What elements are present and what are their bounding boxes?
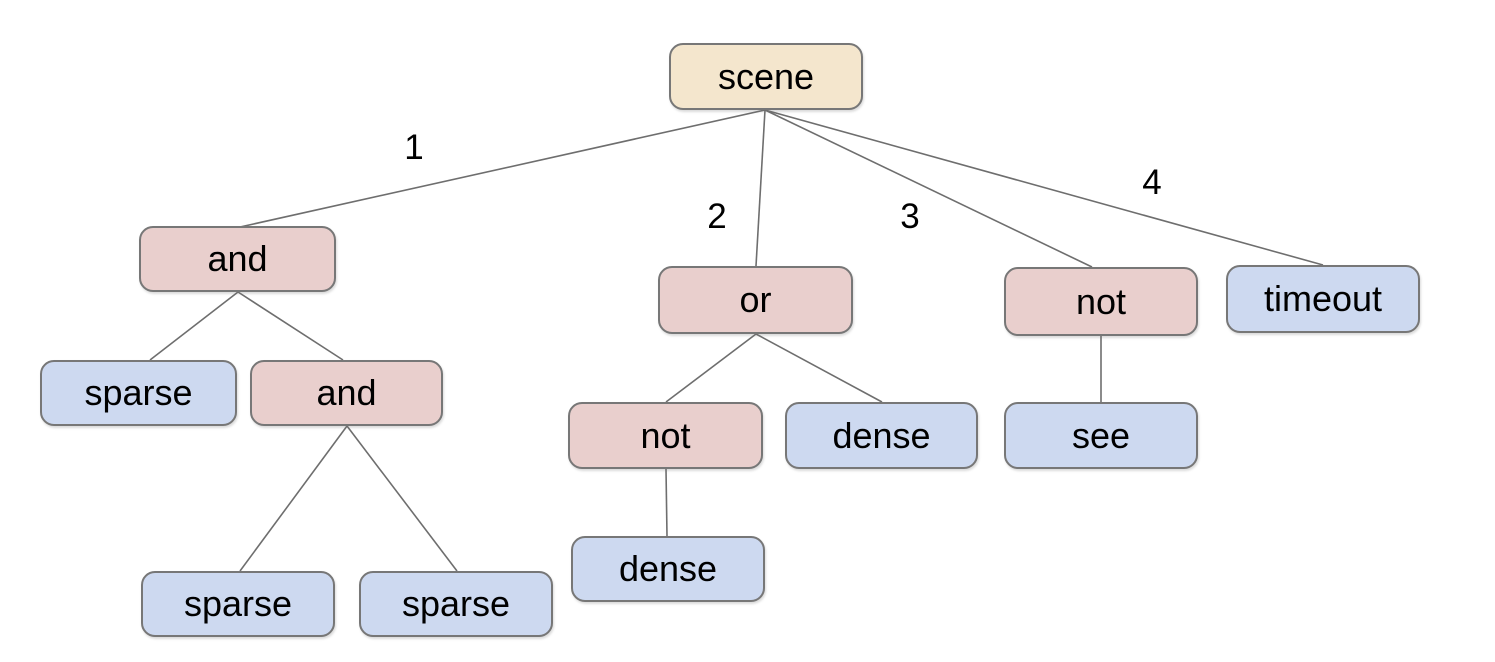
edge-scene-timeout (764, 109, 1324, 266)
edge-scene-and (239, 109, 766, 228)
edge-not2-dense2 (665, 468, 668, 537)
edge-and-sparse (149, 291, 239, 361)
node-dense-2: dense (571, 536, 765, 602)
edge-scene-or (755, 109, 766, 267)
node-or: or (658, 266, 853, 334)
edge-or-not (665, 333, 757, 403)
node-timeout: timeout (1226, 265, 1420, 333)
edge-label-2: 2 (707, 197, 727, 236)
node-dense-1: dense (785, 402, 978, 469)
edge-label-1: 1 (404, 128, 424, 167)
node-sparse-1: sparse (40, 360, 237, 426)
node-see: see (1004, 402, 1198, 469)
node-and-2: and (250, 360, 443, 426)
edge-and2-sparse2 (239, 425, 348, 572)
node-not-1: not (1004, 267, 1198, 336)
edge-or-dense (755, 333, 883, 403)
edge-scene-not (764, 109, 1093, 268)
node-sparse-2: sparse (141, 571, 335, 637)
edge-and2-sparse3 (346, 425, 458, 572)
node-sparse-3: sparse (359, 571, 553, 637)
edge-label-3: 3 (900, 197, 920, 236)
edge-label-4: 4 (1142, 163, 1162, 202)
node-not-2: not (568, 402, 763, 469)
edge-and-and (237, 291, 344, 361)
node-and-1: and (139, 226, 336, 292)
node-scene: scene (669, 43, 863, 110)
